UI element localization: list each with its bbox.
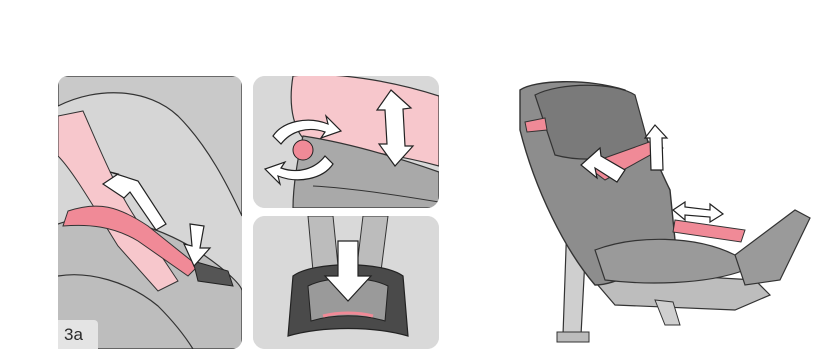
headrest-illustration [253, 76, 439, 208]
harness-illustration [253, 216, 439, 349]
belt-release-illustration [58, 76, 242, 349]
step-label: 3a [58, 320, 98, 349]
step-panel-belt-release [58, 76, 242, 349]
step-panel-harness-adjust [253, 216, 439, 349]
step-panel-headrest-adjust [253, 76, 439, 208]
child-seat-illustration [505, 70, 815, 350]
child-seat-drawing [505, 70, 815, 350]
double-horizontal-arrow-icon [673, 202, 723, 222]
